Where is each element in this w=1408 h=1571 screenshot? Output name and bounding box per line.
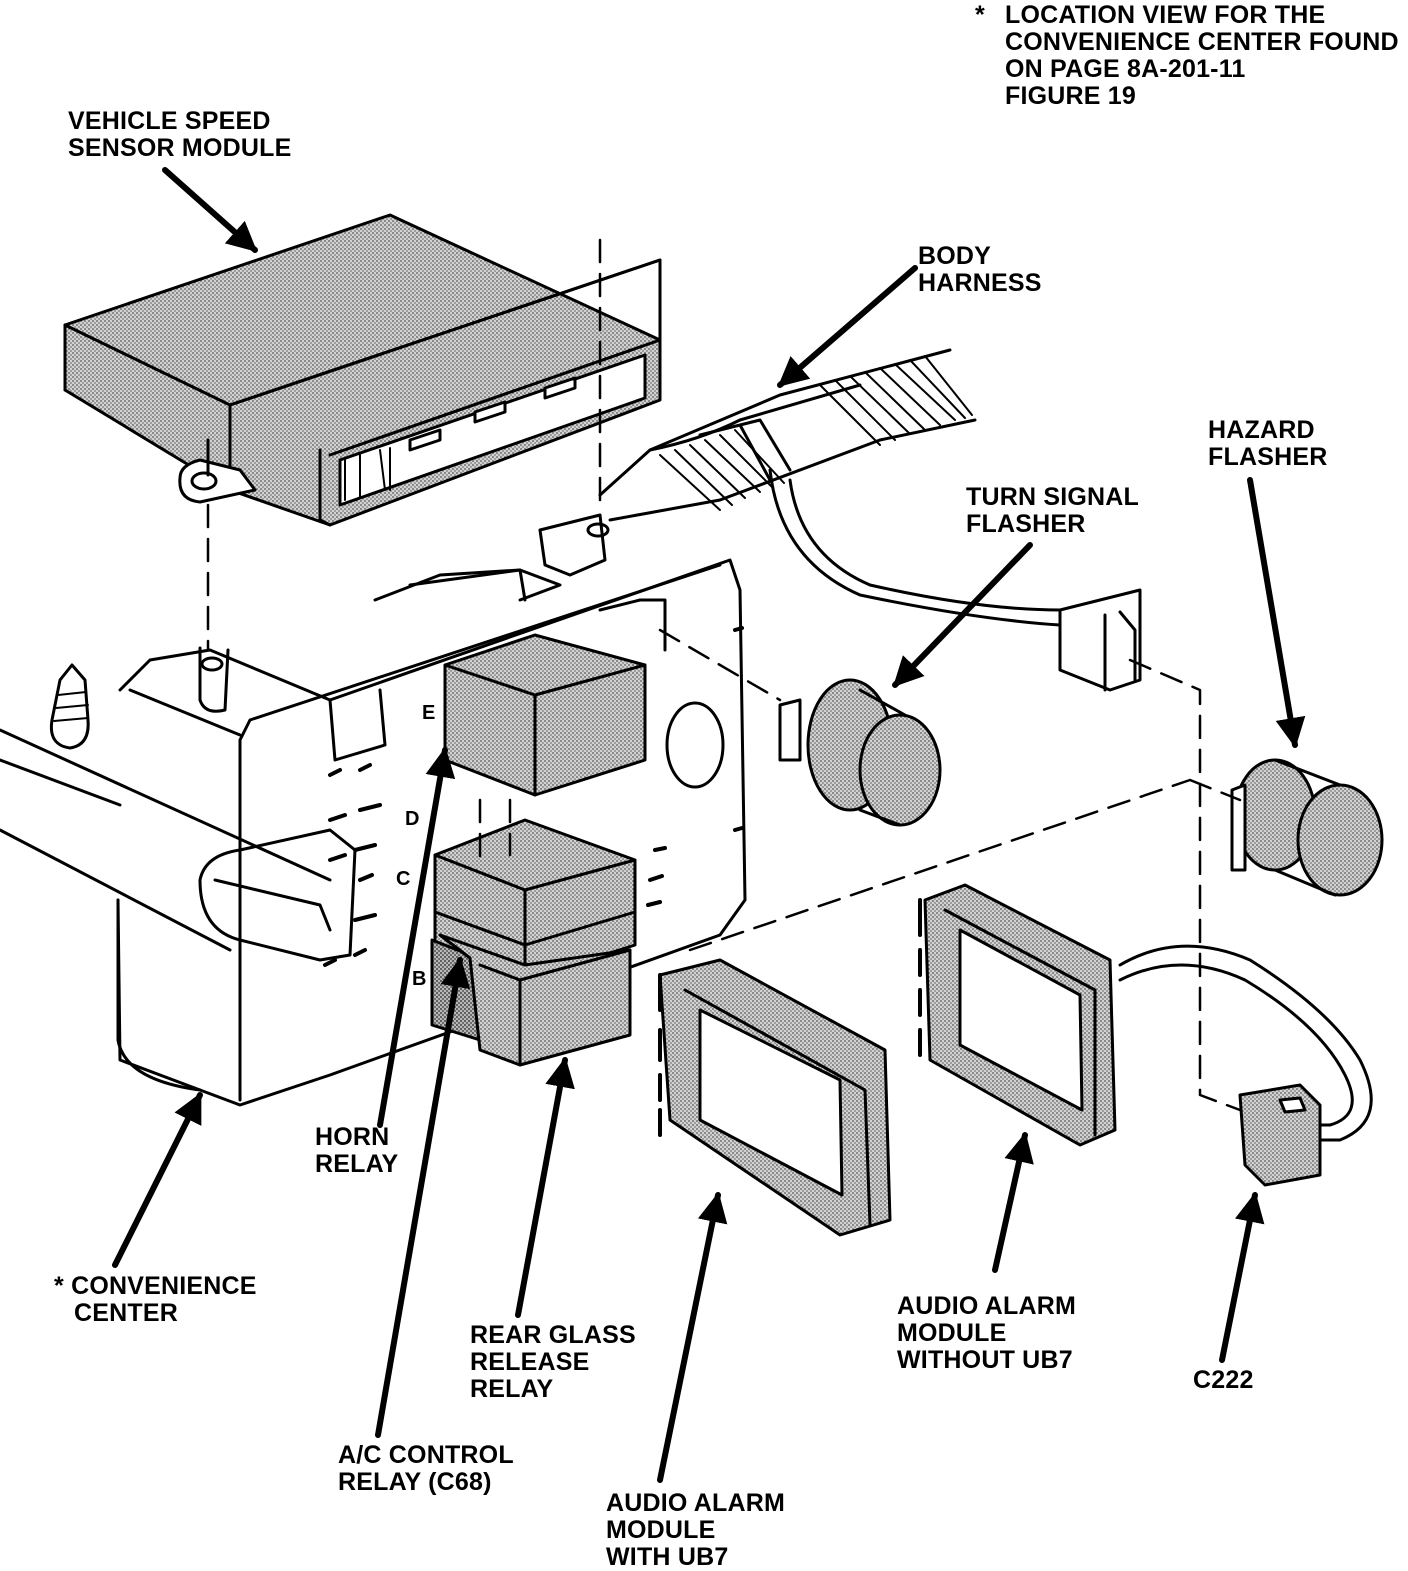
label-convenience-center: * CONVENIENCE CENTER — [54, 1272, 257, 1327]
location-note: LOCATION VIEW FOR THE CONVENIENCE CENTER… — [1005, 2, 1399, 110]
label-horn-relay: HORN RELAY — [315, 1123, 399, 1178]
hazard-flasher — [1230, 758, 1384, 897]
c222-connector — [1238, 1083, 1322, 1187]
relay-e — [443, 633, 647, 797]
label-vehicle-speed-sensor-module: VEHICLE SPEED SENSOR MODULE — [68, 107, 292, 162]
label-body-harness: BODY HARNESS — [918, 242, 1042, 297]
label-ac-control-relay: A/C CONTROL RELAY (C68) — [338, 1441, 514, 1496]
audio-alarm-module-with-ub7 — [658, 958, 892, 1237]
slot-letter-c: C — [396, 868, 411, 890]
turn-signal-flasher — [778, 678, 942, 827]
label-audio-alarm-module-with-ub7: AUDIO ALARM MODULE WITH UB7 — [606, 1489, 786, 1571]
label-turn-signal-flasher: TURN SIGNAL FLASHER — [966, 483, 1140, 538]
label-rear-glass-release-relay: REAR GLASS RELEASE RELAY — [470, 1321, 636, 1403]
label-audio-alarm-module-without-ub7: AUDIO ALARM MODULE WITHOUT UB7 — [897, 1292, 1077, 1374]
body-harness — [598, 348, 1142, 692]
relay-c — [433, 818, 637, 982]
location-note-line: ON PAGE 8A-201-11 — [1005, 55, 1246, 83]
slot-letter-b: B — [412, 968, 427, 990]
location-note-line: CONVENIENCE CENTER FOUND — [1005, 28, 1399, 56]
convenience-center-housing — [0, 513, 747, 1107]
label-c222: C222 — [1193, 1366, 1254, 1394]
leader-arrows — [112, 167, 1306, 1483]
slot-letter-d: D — [405, 808, 420, 830]
location-note-line: FIGURE 19 — [1005, 82, 1136, 110]
slot-letter-e: E — [422, 702, 436, 724]
relay-b — [430, 933, 632, 1067]
audio-alarm-module-without-ub7 — [918, 883, 1373, 1147]
location-note-line: LOCATION VIEW FOR THE — [1005, 1, 1326, 29]
label-hazard-flasher: HAZARD FLASHER — [1208, 416, 1328, 471]
vehicle-speed-sensor-module — [63, 213, 662, 527]
location-note-marker: * — [975, 1, 985, 29]
alignment-lines — [206, 238, 1242, 1112]
